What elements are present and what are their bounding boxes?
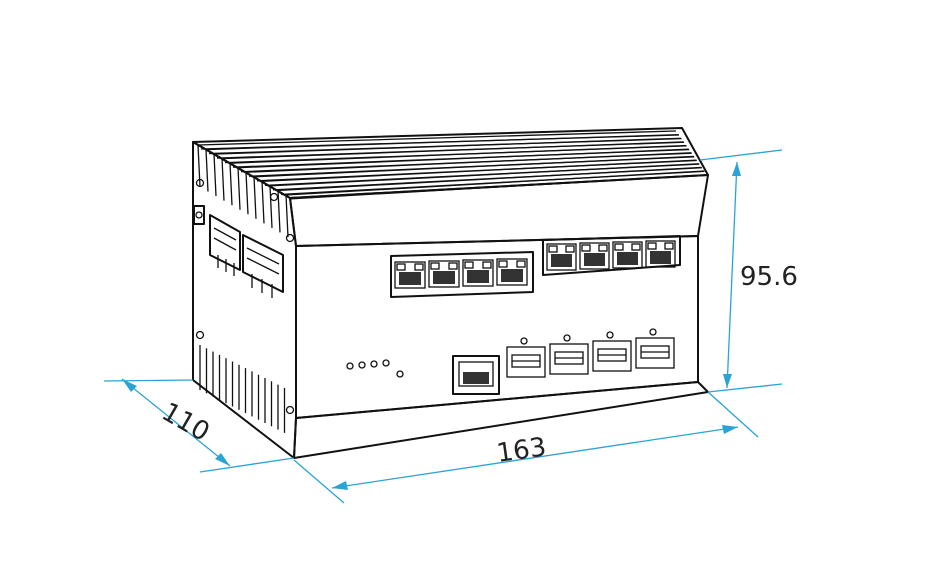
status-led bbox=[358, 361, 366, 369]
terminal-block bbox=[209, 214, 241, 276]
rj45-port bbox=[612, 241, 643, 269]
rj45-port-block-left bbox=[390, 251, 534, 298]
terminal-block bbox=[242, 234, 284, 298]
sfp-port bbox=[506, 337, 546, 378]
ground-screw bbox=[193, 205, 205, 225]
sfp-port bbox=[635, 328, 675, 369]
dimension-height: 95.6 bbox=[699, 149, 798, 393]
rj45-port bbox=[394, 261, 426, 289]
dimension-width: 163 bbox=[293, 391, 759, 504]
rj45-port bbox=[428, 260, 460, 288]
rj45-port-block-right bbox=[542, 235, 681, 276]
device-body bbox=[192, 127, 709, 459]
rj45-port bbox=[645, 240, 676, 268]
sfp-ports bbox=[506, 328, 675, 378]
status-leds bbox=[346, 359, 404, 378]
status-led bbox=[370, 360, 378, 368]
rj45-port bbox=[546, 243, 577, 271]
status-led bbox=[396, 370, 404, 378]
rj45-port bbox=[496, 258, 528, 286]
status-led bbox=[382, 359, 390, 367]
heatsink-fin bbox=[285, 170, 708, 238]
sfp-port bbox=[549, 334, 589, 375]
side-screws bbox=[195, 178, 295, 415]
depth-label: 110 bbox=[157, 397, 215, 448]
width-label: 163 bbox=[495, 432, 548, 469]
rj45-port bbox=[462, 259, 494, 287]
rj45-port bbox=[579, 242, 610, 270]
rj45-console-port bbox=[452, 355, 500, 395]
sfp-port bbox=[592, 331, 632, 372]
side-connectors bbox=[193, 205, 284, 298]
side-vents bbox=[199, 345, 286, 433]
status-led bbox=[346, 362, 354, 370]
heatsink-fins bbox=[197, 130, 708, 238]
height-label: 95.6 bbox=[740, 262, 798, 292]
